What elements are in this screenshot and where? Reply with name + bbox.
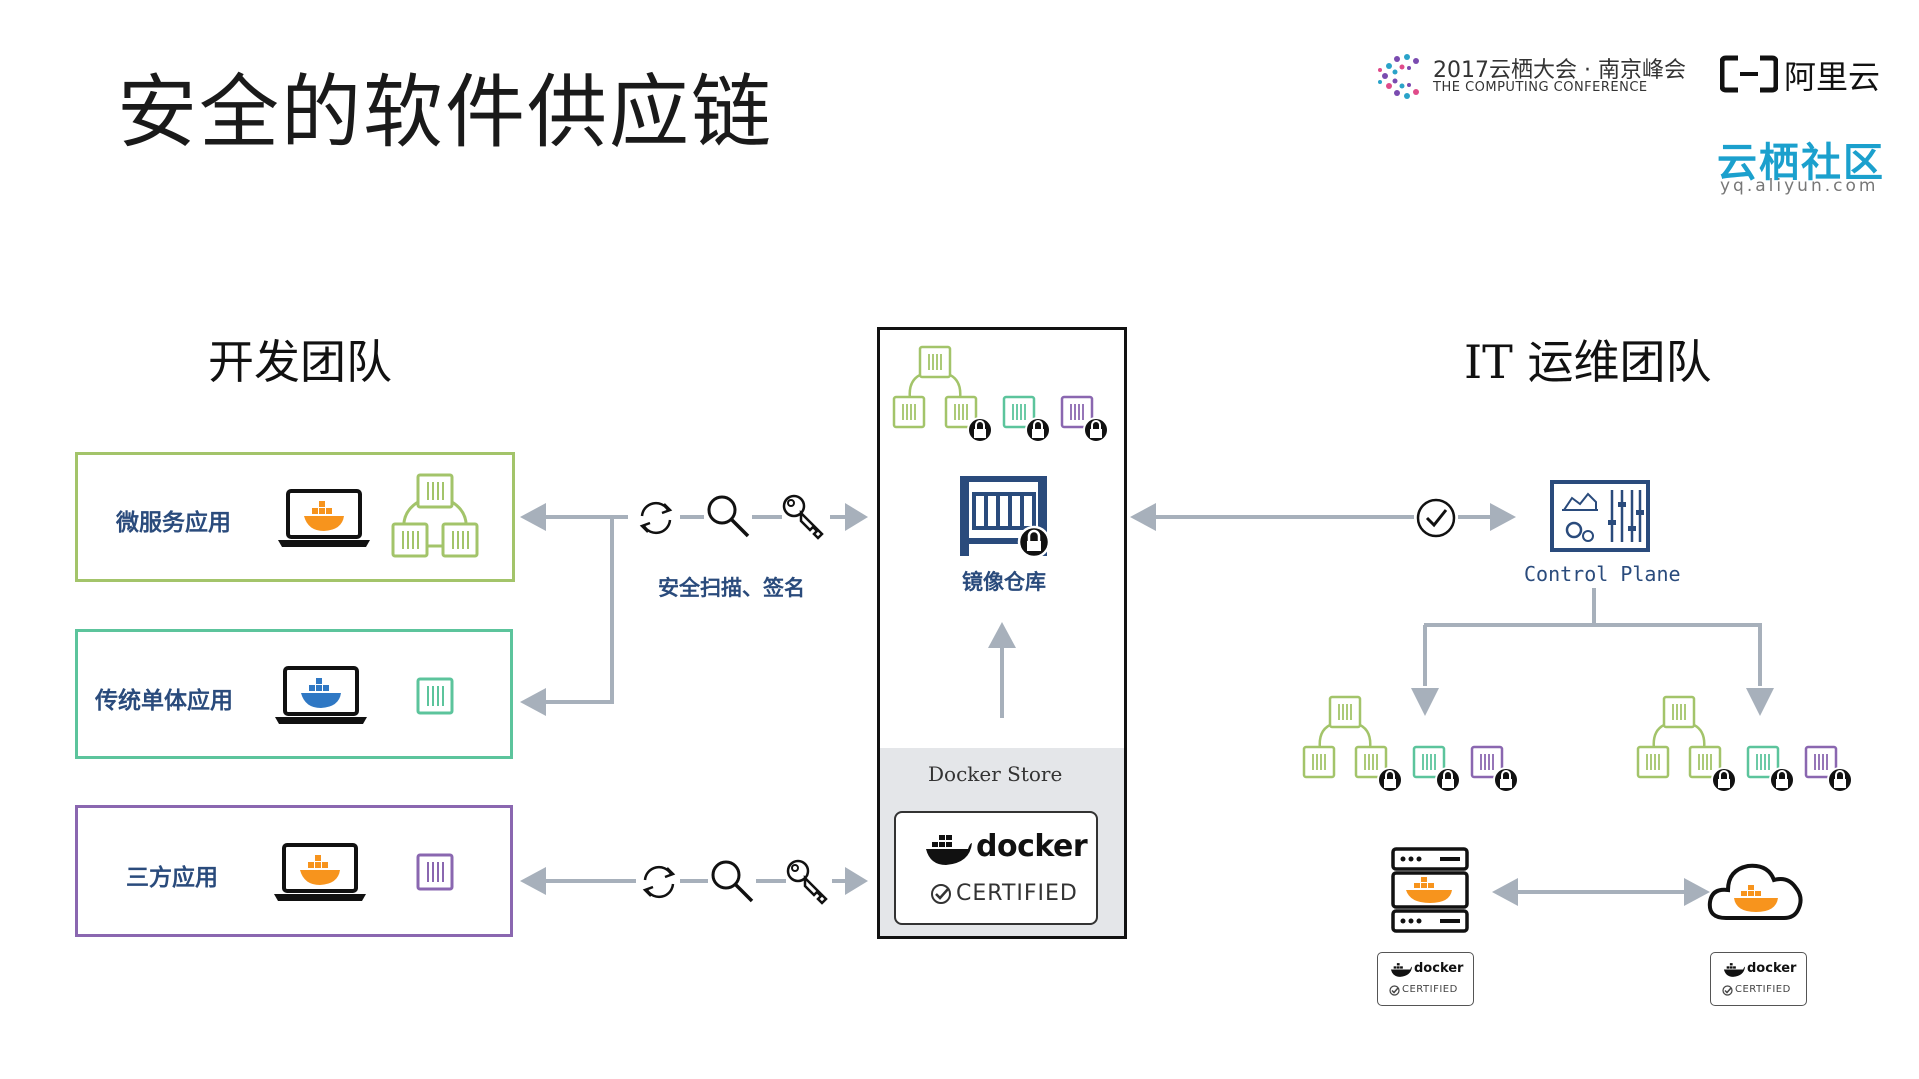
aliyun-logo: 阿里云: [1720, 52, 1880, 98]
laptop-docker-icon: [274, 843, 366, 901]
docker-certified-badge: docker CERTIFIED: [894, 811, 1098, 925]
conference-logo: 2017云栖大会 · 南京峰会 THE COMPUTING CONFERENCE: [1375, 48, 1686, 108]
docker-wordmark: docker: [1414, 961, 1464, 976]
ops-team-heading: IT 运维团队: [1464, 335, 1712, 389]
key-icon: [782, 494, 824, 540]
dev-team-heading: 开发团队: [208, 335, 392, 389]
control-plane-icon: [1550, 480, 1650, 552]
docker-wordmark: docker: [1747, 961, 1797, 976]
sync-icon: [642, 865, 676, 899]
aliyun-text: 阿里云: [1784, 58, 1881, 96]
upload-arrow: [988, 622, 1016, 718]
third-party-app-label: 三方应用: [126, 865, 218, 891]
yunqi-community-url: yq.aliyun.com: [1720, 176, 1879, 196]
yunqi-community-title: 云栖社区: [1717, 140, 1885, 186]
check-circle-icon: [1722, 985, 1733, 996]
certified-text: CERTIFIED: [1402, 984, 1458, 995]
monolith-app-label: 传统单体应用: [95, 688, 233, 714]
check-circle-icon: [1416, 498, 1456, 538]
conference-subtitle: THE COMPUTING CONFERENCE: [1433, 80, 1648, 95]
monolith-app-box[interactable]: [75, 629, 513, 759]
container-icon: [416, 853, 454, 891]
laptop-docker-icon: [275, 666, 367, 724]
check-circle-icon: [931, 884, 951, 904]
microservice-containers-icon: [391, 473, 479, 558]
microservice-app-box[interactable]: [75, 452, 515, 582]
docker-whale-icon: [1723, 963, 1745, 977]
third-party-app-box[interactable]: [75, 805, 513, 937]
cloud-docker-icon: [1707, 863, 1803, 920]
server-docker-icon: [1391, 847, 1469, 933]
docker-certified-badge: docker CERTIFIED: [1710, 952, 1807, 1006]
registry-icon: [960, 476, 1051, 559]
docker-whale-icon: [1390, 963, 1412, 977]
laptop-docker-icon: [278, 489, 370, 547]
conference-name: 2017云栖大会 · 南京峰会: [1433, 58, 1686, 83]
docker-wordmark: docker: [976, 829, 1088, 864]
page-title: 安全的软件供应链: [117, 66, 773, 159]
docker-certified-badge: docker CERTIFIED: [1377, 952, 1474, 1006]
signed-containers-icon: [892, 345, 1109, 443]
certified-text: CERTIFIED: [1735, 984, 1791, 995]
signed-containers-icon: [1636, 695, 1853, 793]
conference-emblem-icon: [1378, 54, 1419, 99]
key-icon: [786, 859, 828, 905]
search-icon: [711, 860, 754, 903]
container-icon: [416, 677, 454, 715]
control-plane-label: Control Plane: [1524, 562, 1681, 586]
registry-label: 镜像仓库: [962, 570, 1046, 594]
scan-sign-label: 安全扫描、签名: [658, 576, 805, 600]
sync-icon: [639, 501, 673, 535]
signed-containers-icon: [1302, 695, 1519, 793]
search-icon: [707, 495, 750, 538]
aliyun-bracket-icon: [1720, 55, 1778, 93]
docker-store-label: Docker Store: [928, 762, 1063, 786]
microservice-app-label: 微服务应用: [116, 510, 231, 536]
check-circle-icon: [1389, 985, 1400, 996]
docker-whale-icon: [926, 835, 972, 865]
certified-text: CERTIFIED: [956, 881, 1078, 906]
